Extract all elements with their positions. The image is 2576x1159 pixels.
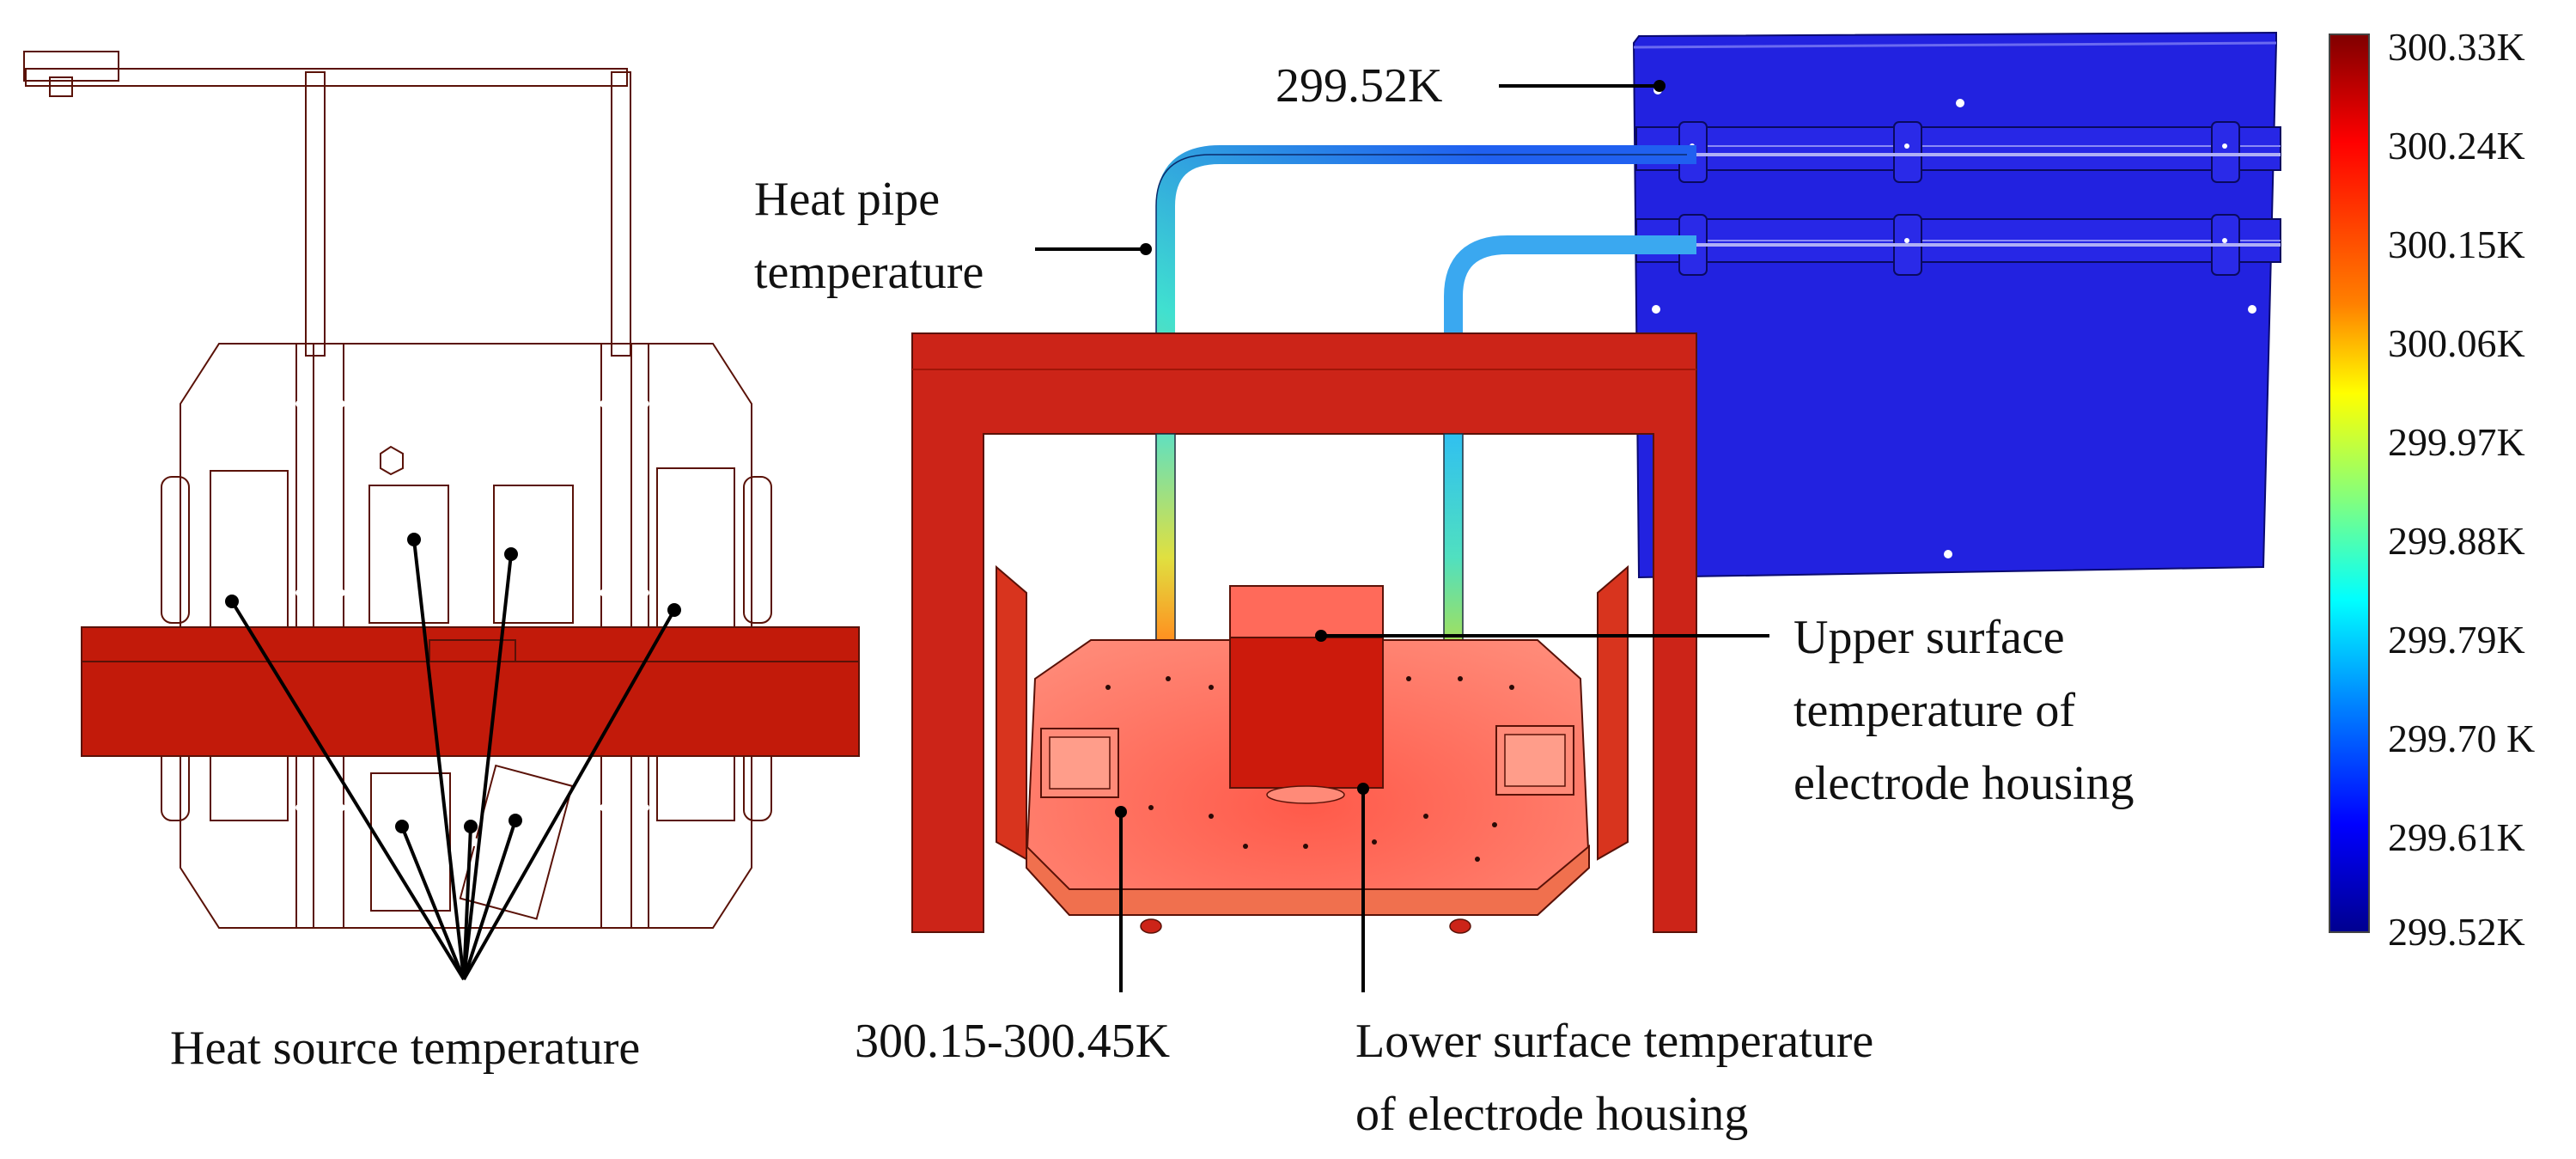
lower-surface-label-line2: of electrode housing (1355, 1088, 1748, 1141)
support-frame (911, 332, 1697, 933)
body-screw-holes (247, 350, 699, 906)
color-tick-0: 300.33K (2388, 25, 2525, 69)
electrode-assembly (911, 332, 1697, 934)
color-tick-6: 299.79K (2388, 618, 2525, 662)
color-tick-4: 299.97K (2388, 420, 2525, 464)
color-tick-7: 299.70 K (2388, 717, 2535, 760)
range-label: 300.15-300.45K (855, 1015, 1170, 1068)
top-bar-clamp (23, 51, 119, 82)
color-tick-1: 300.24K (2388, 124, 2525, 168)
left-cross-beam (81, 626, 860, 757)
electrode-box-top (1229, 585, 1384, 638)
left-heat-pipe-1 (305, 71, 326, 357)
heat-source-pad-4 (459, 764, 574, 920)
heat-source-pad-2 (493, 485, 574, 624)
annotations: 299.52K Heat pipe temperature Upper surf… (170, 59, 2134, 1141)
left-assembly (23, 51, 860, 929)
cold-plate-body (1632, 31, 2277, 579)
color-tick-3: 300.06K (2388, 321, 2525, 365)
top-heat-bar (25, 68, 628, 87)
cold-plate-temp-label: 299.52K (1276, 59, 1442, 113)
lower-surface-label-line1: Lower surface temperature (1355, 1015, 1873, 1068)
upper-surface-label-line2: temperature of (1793, 684, 2075, 737)
heat-source-body (180, 343, 752, 929)
cold-plate (1632, 31, 2281, 579)
heat-source-leaders (225, 533, 681, 981)
color-scale-gradient (2329, 34, 2370, 933)
color-tick-9: 299.52K (2388, 910, 2525, 954)
heat-pipe-label-line1: Heat pipe (754, 173, 940, 226)
upper-surface-label-line1: Upper surface (1793, 611, 2065, 664)
color-tick-5: 299.88K (2388, 519, 2525, 563)
heat-pipe-label-line2: temperature (754, 246, 984, 299)
left-heat-pipe-2 (611, 71, 631, 357)
heat-source-pad-1 (368, 485, 449, 624)
heat-pipe-2 (1444, 235, 1696, 640)
upper-surface-label-line3: electrode housing (1793, 757, 2134, 810)
color-tick-8: 299.61K (2388, 815, 2525, 859)
color-tick-2: 300.15K (2388, 223, 2525, 266)
heat-source-label: Heat source temperature (170, 1022, 640, 1075)
heat-source-pad-3 (370, 772, 451, 912)
right-heat-pipes (1155, 145, 2281, 640)
electrode-box-front (1229, 637, 1384, 789)
color-scale-bar: 300.33K 300.24K 300.15K 300.06K 299.97K … (2329, 25, 2535, 954)
